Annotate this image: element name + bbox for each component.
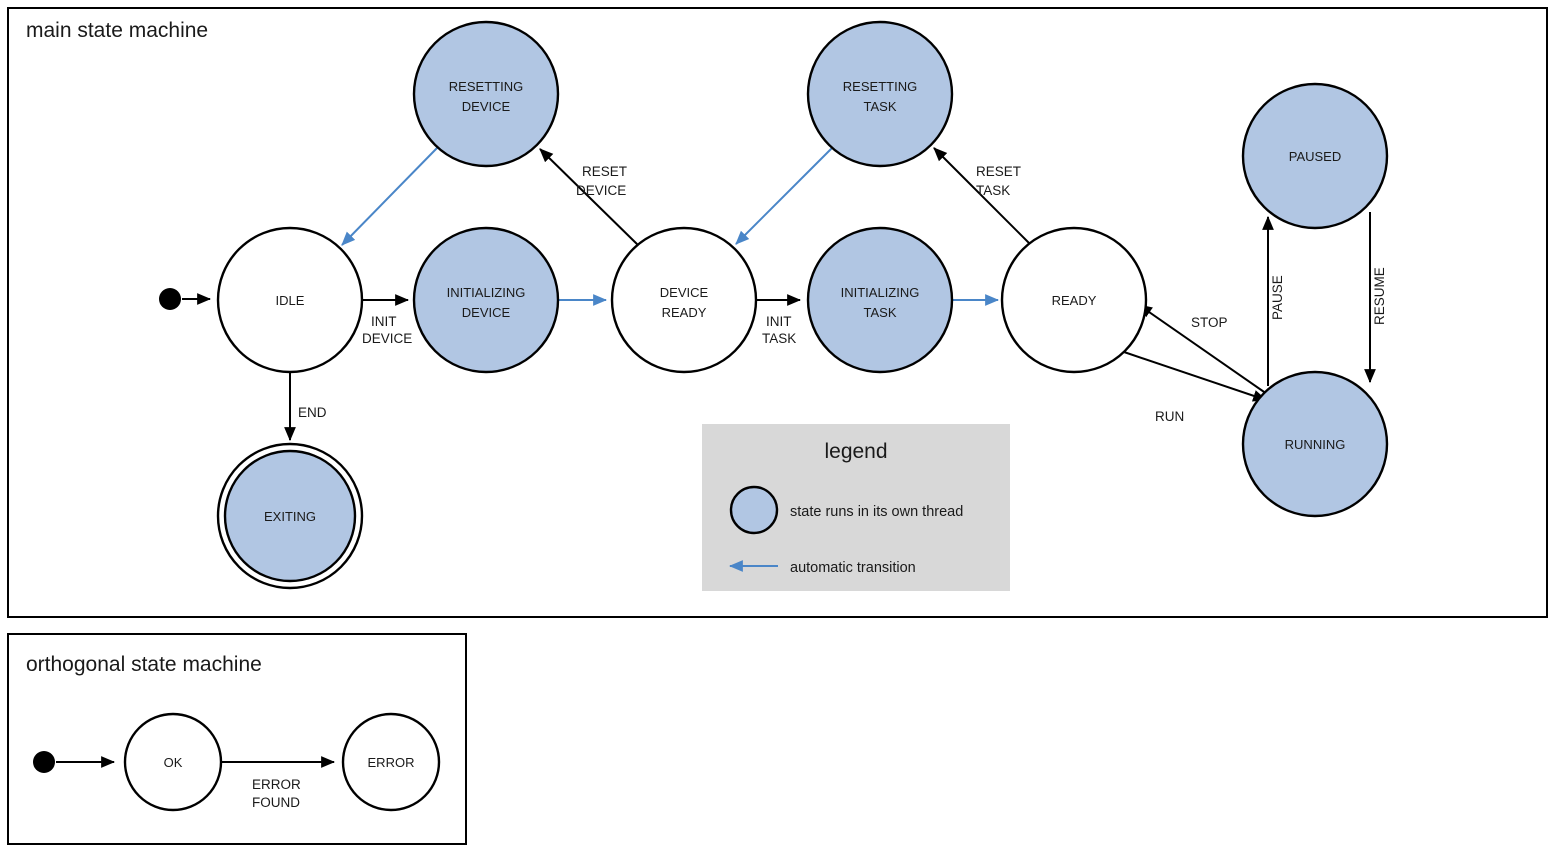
state-label-ok: OK [164, 755, 183, 770]
state-ok[interactable]: OK [123, 712, 223, 812]
state-resetting-task[interactable]: RESETTING TASK [806, 20, 954, 168]
state-label-initializing-task-line1: INITIALIZING [841, 285, 920, 300]
state-device-ready[interactable]: DEVICE READY [610, 226, 758, 374]
edge-label-stop: STOP [1191, 315, 1228, 330]
main-frame-title: main state machine [26, 19, 208, 42]
state-label-running: RUNNING [1285, 437, 1346, 452]
transition-resetting-device-to-idle [341, 146, 439, 246]
legend-item-auto-arrow-label: automatic transition [790, 560, 916, 576]
edge-label-error-found-line1: ERROR [252, 777, 301, 792]
initial-state-marker [159, 288, 181, 310]
state-label-initializing-device-line2: DEVICE [462, 305, 511, 320]
state-initializing-device[interactable]: INITIALIZING DEVICE [412, 226, 560, 374]
state-label-exiting: EXITING [264, 509, 316, 524]
transition-running-to-ready: STOP [1138, 304, 1268, 395]
edge-label-end: END [298, 405, 327, 420]
state-paused[interactable]: PAUSED [1241, 82, 1389, 230]
transition-running-to-paused: PAUSE [1262, 215, 1285, 386]
state-label-initializing-task-line2: TASK [864, 305, 897, 320]
transition-ready-to-resetting-task: RESET TASK [933, 147, 1031, 245]
transition-idle-to-initializing-device: INIT DEVICE [362, 294, 412, 346]
edge-label-init-task-line1: INIT [766, 314, 792, 329]
state-exiting[interactable]: EXITING [216, 442, 364, 590]
transition-resetting-task-to-device-ready [735, 147, 833, 245]
transition-ready-to-running: RUN [1123, 351, 1268, 424]
edge-label-reset-device-line2: DEVICE [576, 183, 626, 198]
edge-label-init-task-line2: TASK [762, 331, 796, 346]
legend-item-thread-state-label: state runs in its own thread [790, 504, 963, 520]
state-label-resetting-task-line1: RESETTING [843, 79, 917, 94]
state-label-error: ERROR [368, 755, 415, 770]
state-label-resetting-device-line2: DEVICE [462, 99, 511, 114]
edge-label-error-found-line2: FOUND [252, 795, 300, 810]
transition-ortho-ok-to-error: ERROR FOUND [221, 756, 336, 810]
state-resetting-device[interactable]: RESETTING DEVICE [412, 20, 560, 168]
transition-paused-to-running: RESUME [1364, 212, 1387, 384]
state-label-ready: READY [1052, 293, 1097, 308]
state-error[interactable]: ERROR [341, 712, 441, 812]
edge-label-resume: RESUME [1372, 267, 1387, 325]
state-initializing-task[interactable]: INITIALIZING TASK [806, 226, 954, 374]
state-label-paused: PAUSED [1289, 149, 1342, 164]
state-label-resetting-task-line2: TASK [864, 99, 897, 114]
state-label-resetting-device-line1: RESETTING [449, 79, 523, 94]
edge-label-reset-task-line2: TASK [976, 183, 1010, 198]
legend: legend state runs in its own thread auto… [702, 424, 1010, 591]
state-label-device-ready-line1: DEVICE [660, 285, 709, 300]
transition-idle-to-exiting: END [284, 372, 327, 442]
transition-device-ready-to-initializing-task: INIT TASK [757, 294, 802, 346]
legend-item-thread-state: state runs in its own thread [729, 485, 963, 535]
state-running[interactable]: RUNNING [1241, 370, 1389, 518]
orthogonal-frame-title: orthogonal state machine [26, 653, 262, 676]
edge-label-init-device-line2: DEVICE [362, 331, 412, 346]
edge-label-reset-task-line1: RESET [976, 164, 1021, 179]
edge-label-init-device-line1: INIT [371, 314, 397, 329]
edge-label-run: RUN [1155, 409, 1184, 424]
state-label-device-ready-line2: READY [662, 305, 707, 320]
state-label-initializing-device-line1: INITIALIZING [447, 285, 526, 300]
state-ready[interactable]: READY [1000, 226, 1148, 374]
final-state-outer-ring [216, 442, 364, 590]
blue-circle-icon [729, 485, 779, 535]
transition-device-ready-to-resetting-device: RESET DEVICE [539, 148, 639, 246]
ortho-initial-state-marker [33, 751, 55, 773]
state-idle[interactable]: IDLE [216, 226, 364, 374]
edge-label-pause: PAUSE [1270, 275, 1285, 320]
legend-item-auto-arrow: automatic transition [728, 560, 916, 576]
edge-label-reset-device-line1: RESET [582, 164, 627, 179]
legend-title: legend [824, 440, 887, 463]
state-label-idle: IDLE [276, 293, 305, 308]
